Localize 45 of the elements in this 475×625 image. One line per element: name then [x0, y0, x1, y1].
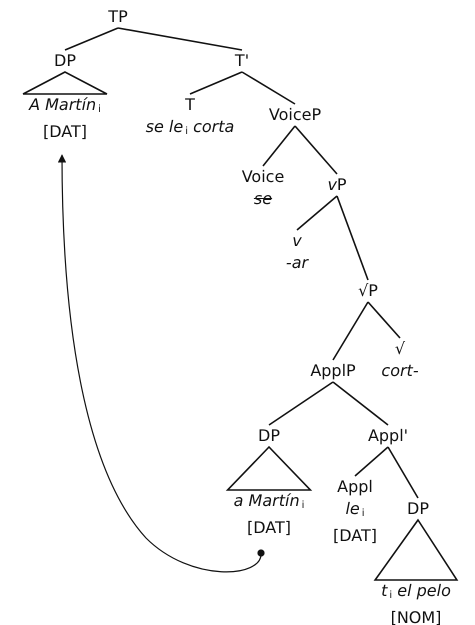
- head-label: √: [394, 338, 406, 360]
- triangle-branch: [226, 446, 312, 491]
- branch-line: [64, 27, 118, 51]
- branch-line: [332, 381, 388, 426]
- branch-line: [367, 301, 401, 339]
- terminal-text: se: [254, 188, 272, 210]
- terminal-text: [DAT]: [333, 525, 377, 547]
- terminal-text: [DAT]: [43, 121, 87, 143]
- category-label: ApplP: [310, 360, 356, 382]
- category-label: √P: [358, 280, 378, 302]
- head-label: v: [292, 230, 302, 252]
- head-label: T: [185, 94, 195, 116]
- head-label: a Martín$_{i}$: [234, 490, 304, 513]
- branch-line: [242, 71, 296, 105]
- category-label: vP: [327, 174, 347, 196]
- head-label: Voice: [242, 166, 284, 188]
- head-label: t$_{i}$ el pelo: [381, 580, 451, 603]
- terminal-text: le$_{i}$: [345, 498, 365, 521]
- triangle-branch: [22, 71, 108, 95]
- head-label: A Martín$_{i}$: [29, 94, 101, 117]
- movement-arrow: [58, 154, 265, 572]
- terminal-text: se le$_{i}$ corta: [146, 116, 234, 139]
- category-label: DP: [54, 50, 76, 72]
- branch-line: [332, 302, 369, 360]
- category-label: T': [234, 50, 250, 72]
- category-label: VoiceP: [268, 104, 322, 126]
- branch-line: [296, 195, 338, 231]
- triangle-branch: [374, 518, 458, 581]
- branch-line: [294, 125, 338, 175]
- category-label: DP: [407, 498, 429, 520]
- branch-line: [336, 196, 369, 280]
- branch-line: [118, 27, 242, 51]
- terminal-text: [NOM]: [390, 607, 442, 625]
- branch-line: [262, 126, 296, 166]
- category-label: TP: [108, 6, 128, 28]
- category-label: DP: [258, 425, 280, 447]
- branch-line: [354, 446, 389, 477]
- category-label: Appl': [368, 425, 408, 447]
- head-label: Appl: [337, 476, 373, 498]
- branch-line: [190, 71, 242, 95]
- branch-line: [268, 381, 334, 426]
- branch-line: [387, 446, 419, 498]
- terminal-text: [DAT]: [247, 517, 291, 539]
- terminal-text: cort-: [381, 360, 419, 382]
- terminal-text: -ar: [286, 252, 308, 274]
